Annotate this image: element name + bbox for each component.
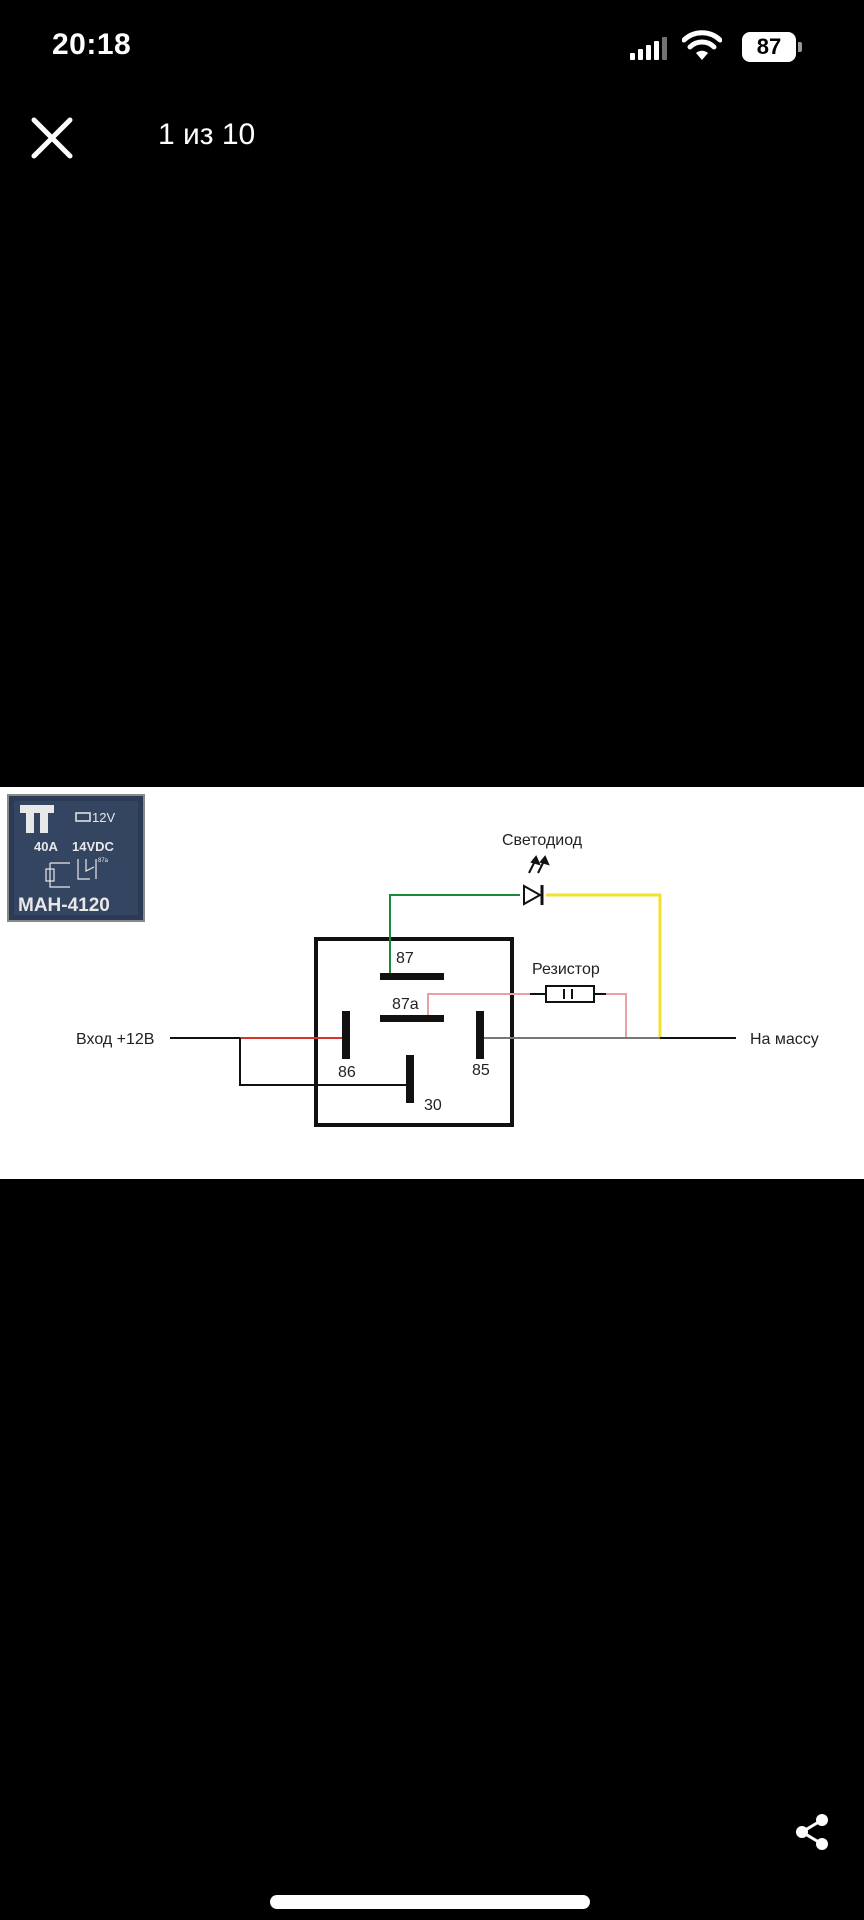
label-led: Светодиод bbox=[502, 832, 583, 849]
badge-voltage: 12V bbox=[92, 810, 115, 825]
badge-pins: 87a bbox=[98, 858, 109, 864]
share-button[interactable] bbox=[792, 1812, 832, 1852]
contact-85 bbox=[476, 1011, 484, 1059]
led-light-icon bbox=[528, 855, 550, 874]
photo-counter: 1 из 10 bbox=[158, 118, 256, 151]
share-icon[interactable] bbox=[796, 1814, 828, 1850]
relay-badge: 12V 40A 14VDC 87a МАН-4120 bbox=[7, 794, 145, 922]
wire-30 bbox=[239, 1038, 408, 1086]
label-ground: На массу bbox=[750, 1031, 819, 1048]
home-indicator[interactable] bbox=[270, 1895, 590, 1909]
wifi-icon bbox=[682, 30, 722, 60]
contact-86 bbox=[342, 1011, 350, 1059]
signal-icon bbox=[630, 37, 667, 60]
label-input: Вход +12В bbox=[76, 1031, 154, 1048]
label-resistor: Резистор bbox=[532, 961, 600, 978]
pin-86-label: 86 bbox=[338, 1064, 356, 1081]
status-bar: 20:18 87 bbox=[0, 0, 864, 100]
contact-30 bbox=[406, 1055, 414, 1103]
status-time: 20:18 bbox=[52, 28, 132, 61]
logo-icon bbox=[20, 805, 54, 813]
badge-schematic-icon bbox=[45, 859, 97, 888]
badge-rating: 14VDC bbox=[72, 839, 115, 854]
wire-yellow bbox=[546, 893, 662, 1038]
pin-87a-label: 87a bbox=[392, 996, 419, 1013]
close-icon[interactable] bbox=[31, 117, 73, 159]
badge-current: 40A bbox=[34, 839, 58, 854]
pin-87-label: 87 bbox=[396, 950, 414, 967]
relay-diagram: 12V 40A 14VDC 87a МАН-4120 Светодиод Рез… bbox=[7, 794, 819, 1127]
battery-tip bbox=[798, 42, 802, 52]
photo-image[interactable]: 12V 40A 14VDC 87a МАН-4120 Светодиод Рез… bbox=[0, 787, 864, 1179]
contact-87 bbox=[380, 973, 444, 980]
battery-level: 87 bbox=[742, 32, 796, 62]
badge-model: МАН-4120 bbox=[18, 895, 110, 916]
relay-box bbox=[314, 937, 514, 1127]
close-button[interactable] bbox=[28, 114, 76, 162]
pin-30-label: 30 bbox=[424, 1097, 442, 1114]
wire-pink-2 bbox=[594, 993, 627, 1038]
battery-icon: 87 bbox=[742, 32, 802, 62]
resistor-icon bbox=[530, 985, 606, 1003]
contact-87a bbox=[380, 1015, 444, 1022]
pin-85-label: 85 bbox=[472, 1062, 490, 1079]
wire-pink bbox=[427, 993, 548, 1015]
wire-green bbox=[389, 894, 520, 975]
diode-icon bbox=[523, 884, 544, 906]
